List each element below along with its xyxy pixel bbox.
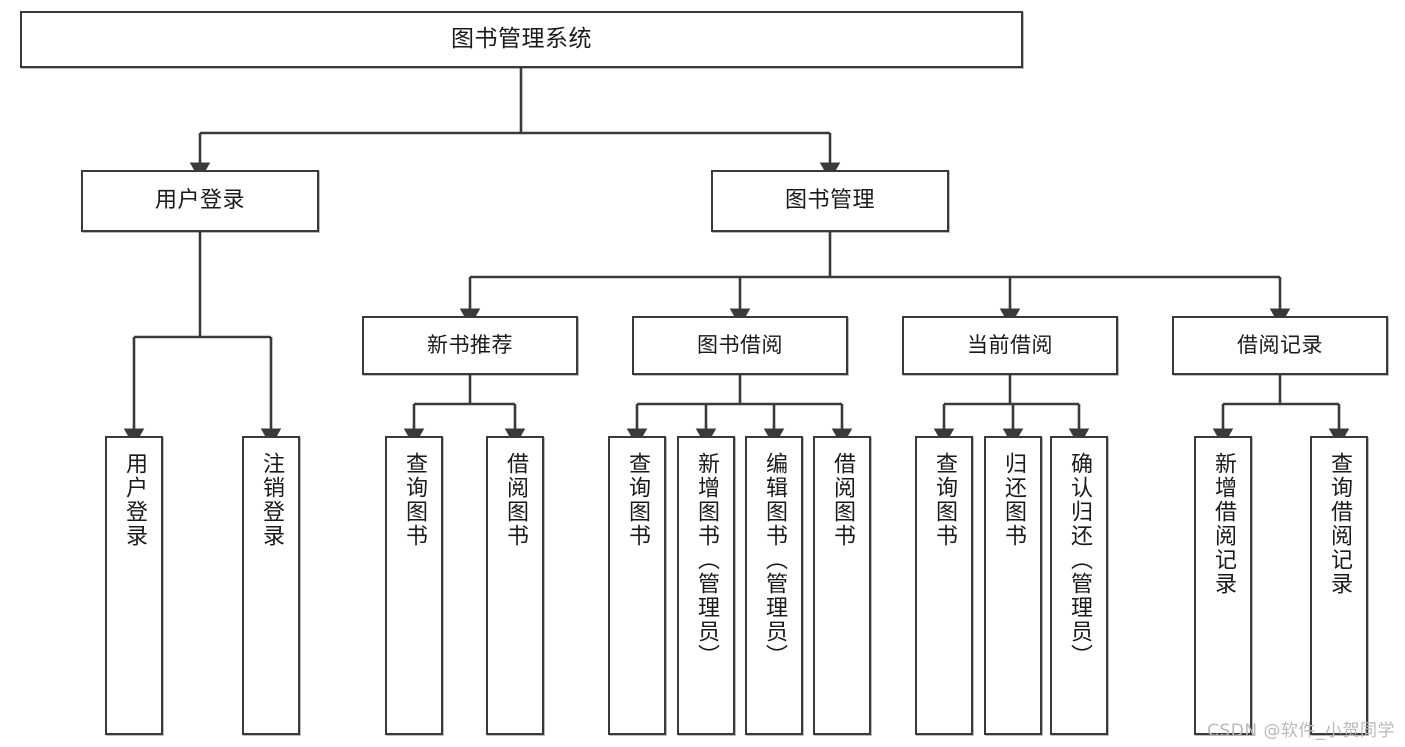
- node-leaf-user-login[interactable]: 用户登录: [105, 436, 163, 735]
- node-label: 编辑图书（管理员）: [761, 452, 787, 668]
- node-label: 注销登录: [258, 452, 284, 548]
- node-label: 确认归还（管理员）: [1066, 452, 1092, 668]
- node-borrow-record[interactable]: 借阅记录: [1172, 316, 1388, 375]
- node-label: 用户登录: [154, 188, 245, 214]
- node-leaf-return-book[interactable]: 归还图书: [984, 436, 1042, 735]
- node-leaf-add-record[interactable]: 新增借阅记录: [1194, 436, 1252, 735]
- node-user-login[interactable]: 用户登录: [81, 170, 319, 232]
- node-label: 查询图书: [401, 452, 427, 548]
- node-label: 查询图书: [624, 452, 650, 548]
- node-label: 借阅图书: [502, 452, 528, 548]
- node-new-book-rec[interactable]: 新书推荐: [362, 316, 578, 375]
- node-label: 新书推荐: [427, 333, 513, 358]
- node-leaf-query-book-1[interactable]: 查询图书: [385, 436, 443, 735]
- watermark-text: CSDN @软件_小贺同学: [1207, 721, 1395, 741]
- node-leaf-confirm-return[interactable]: 确认归还（管理员）: [1050, 436, 1108, 735]
- node-label: 图书管理: [784, 188, 875, 214]
- node-root[interactable]: 图书管理系统: [20, 11, 1023, 68]
- node-book-borrow[interactable]: 图书借阅: [632, 316, 848, 375]
- node-leaf-borrow-book-2[interactable]: 借阅图书: [813, 436, 871, 735]
- node-label: 查询图书: [931, 452, 957, 548]
- node-label: 图书管理系统: [451, 26, 592, 53]
- node-leaf-edit-book[interactable]: 编辑图书（管理员）: [745, 436, 803, 735]
- node-leaf-borrow-book-1[interactable]: 借阅图书: [486, 436, 544, 735]
- node-label: 新增借阅记录: [1210, 452, 1236, 596]
- node-leaf-query-book-3[interactable]: 查询图书: [915, 436, 973, 735]
- node-leaf-query-record[interactable]: 查询借阅记录: [1310, 436, 1368, 735]
- node-label: 图书借阅: [697, 333, 783, 358]
- node-label: 查询借阅记录: [1326, 452, 1352, 596]
- node-label: 借阅记录: [1237, 333, 1323, 358]
- node-leaf-add-book[interactable]: 新增图书（管理员）: [677, 436, 735, 735]
- node-leaf-query-book-2[interactable]: 查询图书: [608, 436, 666, 735]
- node-label: 归还图书: [1000, 452, 1026, 548]
- node-label: 新增图书（管理员）: [693, 452, 719, 668]
- node-book-manage[interactable]: 图书管理: [711, 170, 949, 232]
- node-label: 当前借阅: [967, 333, 1053, 358]
- node-current-borrow[interactable]: 当前借阅: [902, 316, 1118, 375]
- node-label: 用户登录: [121, 452, 147, 548]
- node-leaf-logout[interactable]: 注销登录: [242, 436, 300, 735]
- node-label: 借阅图书: [829, 452, 855, 548]
